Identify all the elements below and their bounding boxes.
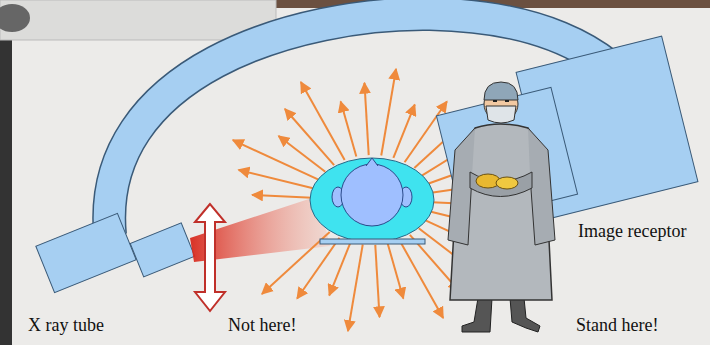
surgeon-part bbox=[510, 298, 540, 332]
scatter-arrow bbox=[341, 102, 357, 157]
scatter-arrow bbox=[393, 105, 414, 158]
position-arrow bbox=[195, 204, 225, 311]
surgeon-part bbox=[462, 298, 492, 332]
scatter-arrow bbox=[233, 140, 319, 180]
x-ray-tube-housing bbox=[36, 213, 136, 292]
surgeon-part bbox=[470, 172, 532, 197]
scatter-arrow bbox=[329, 242, 350, 295]
x-ray-tube-collimator bbox=[130, 223, 194, 277]
inset-photo-object bbox=[0, 4, 30, 32]
patient-body bbox=[310, 158, 434, 242]
scatter-arrow bbox=[348, 244, 363, 331]
surgeon-part bbox=[493, 100, 497, 102]
scatter-arrow bbox=[364, 83, 368, 155]
patient-table bbox=[320, 239, 425, 244]
patient-head bbox=[341, 164, 403, 226]
scatter-arrow bbox=[301, 82, 345, 160]
surgeon-figure bbox=[448, 82, 555, 332]
label-text: Stand here! bbox=[576, 316, 658, 336]
surgeon-part bbox=[486, 106, 516, 123]
scatter-arrow bbox=[399, 240, 443, 318]
label-text: Not here! bbox=[228, 316, 296, 336]
surgeon-part bbox=[484, 82, 518, 100]
scatter-arrow bbox=[375, 245, 379, 317]
scatter-arrow bbox=[388, 243, 404, 298]
scatter-arrow bbox=[297, 238, 339, 299]
patient-nose bbox=[366, 158, 378, 166]
scatter-arrow bbox=[252, 195, 312, 198]
scatter-arrow bbox=[381, 69, 396, 156]
surgeon-part bbox=[496, 177, 518, 189]
scatter-arrow bbox=[279, 136, 326, 172]
left-strip bbox=[0, 0, 12, 345]
surgeon-part bbox=[505, 100, 509, 102]
label-text: Image receptor bbox=[578, 222, 686, 242]
scatter-arrow bbox=[285, 109, 334, 165]
label-text: X ray tube bbox=[28, 316, 104, 336]
